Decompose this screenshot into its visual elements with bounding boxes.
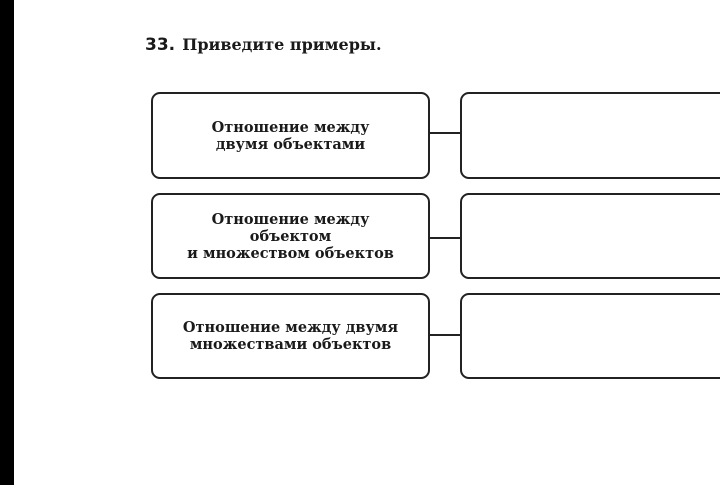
task-instruction: Приведите примеры.: [182, 35, 382, 54]
relation-label-2: Отношение между объектом и множеством об…: [187, 210, 394, 262]
relation-label-box-1: Отношение между двумя объектами: [151, 92, 430, 179]
worksheet-page: 33. Приведите примеры. Отношение между д…: [14, 0, 720, 485]
connector-line-2: [430, 237, 460, 239]
connector-line-1: [430, 132, 460, 134]
relation-label-box-3: Отношение между двумя множествами объект…: [151, 293, 430, 379]
task-heading: 33. Приведите примеры.: [145, 35, 382, 55]
relation-label-1: Отношение между двумя объектами: [211, 118, 370, 153]
answer-box-1[interactable]: [460, 92, 720, 179]
task-number: 33.: [145, 35, 176, 55]
relation-label-box-2: Отношение между объектом и множеством об…: [151, 193, 430, 279]
relation-label-3: Отношение между двумя множествами объект…: [182, 319, 399, 353]
answer-box-2[interactable]: [460, 193, 720, 279]
connector-line-3: [430, 334, 460, 336]
answer-box-3[interactable]: [460, 293, 720, 379]
